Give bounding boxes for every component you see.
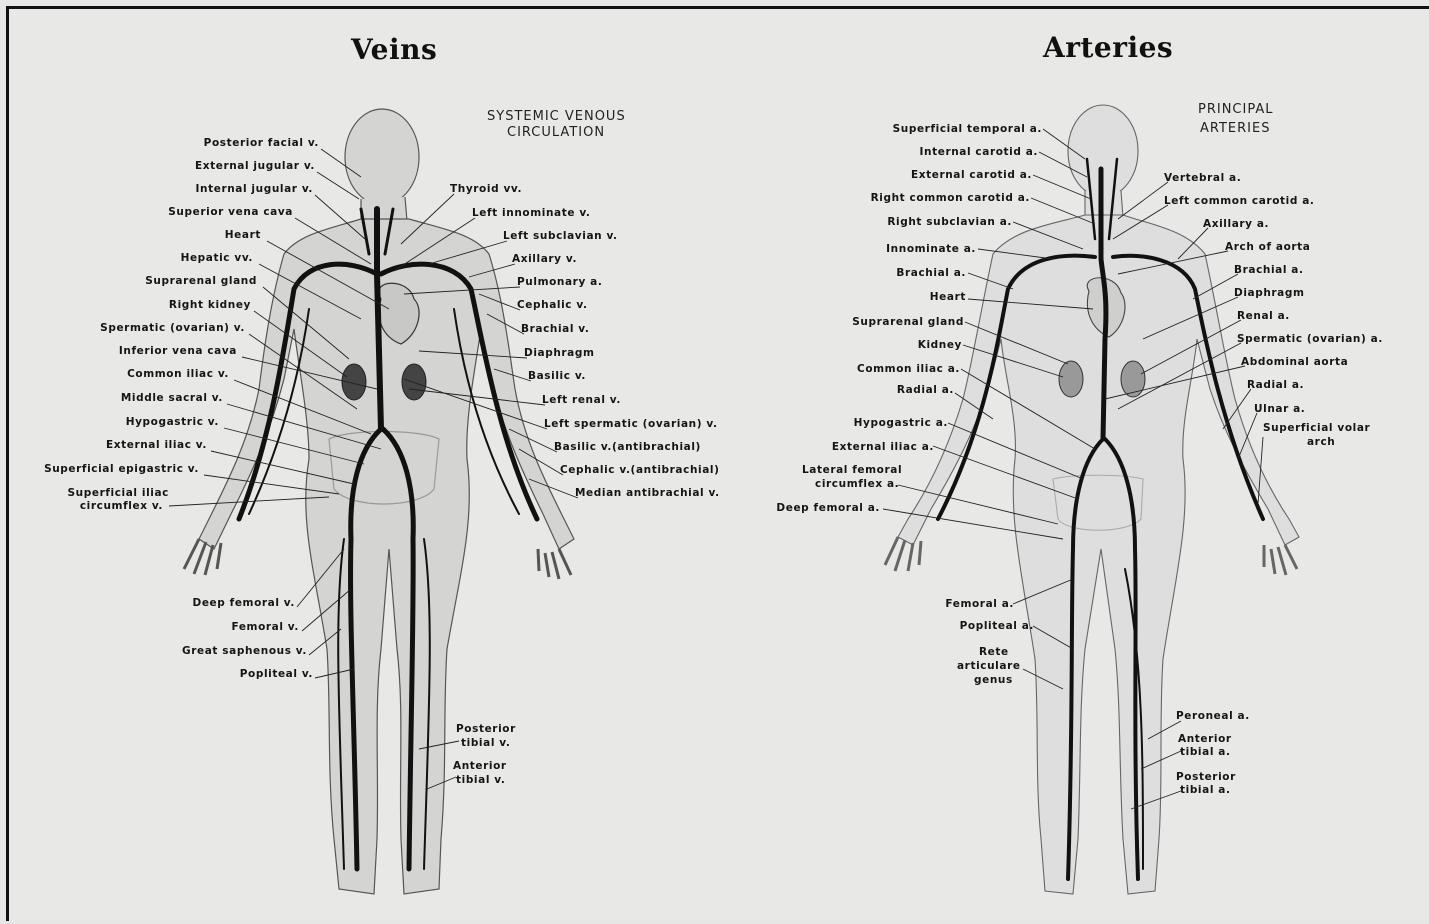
vein-label-femoral: Femoral v. [231,621,299,634]
veins-panel: Veins SYSTEMIC VENOUS CIRCULATION Poster… [9,9,723,924]
artery-label-lateral-femoral-circumflex-1: Lateral femoral [802,464,902,477]
vein-label-basilic-antibrachial: Basilic v.(antibrachial) [554,441,701,454]
artery-label-arch-of-aorta: Arch of aorta [1225,241,1310,254]
artery-label-posterior-tibial-2: tibial a. [1180,784,1231,797]
artery-label-rete-3: genus [974,674,1013,687]
arteries-panel: Arteries PRINCIPAL ARTERIES Superficial … [723,9,1429,924]
artery-label-right-subclavian: Right subclavian a. [887,216,1012,229]
arteries-subtitle-line-1: PRINCIPAL [1198,102,1274,118]
vein-label-superior-vena-cava: Superior vena cava [168,206,293,219]
vein-label-inferior-vena-cava: Inferior vena cava [119,345,237,358]
artery-label-popliteal: Popliteal a. [960,620,1034,633]
artery-label-femoral: Femoral a. [945,598,1014,611]
vein-label-superficial-epigastric: Superficial epigastric v. [44,463,199,476]
vein-label-superficial-iliac-circumflex-2: circumflex v. [80,500,163,513]
artery-label-brachial-left: Brachial a. [896,267,966,280]
veins-subtitle-line-1: SYSTEMIC VENOUS [487,109,626,125]
arteries-subtitle-line-2: ARTERIES [1200,121,1270,137]
artery-label-right-common-carotid: Right common carotid a. [871,192,1030,205]
vein-label-spermatic: Spermatic (ovarian) v. [100,322,245,335]
vein-label-posterior-tibial-2: tibial v. [461,737,510,750]
artery-label-heart: Heart [930,291,966,304]
artery-label-renal: Renal a. [1237,310,1290,323]
arteries-title: Arteries [1043,31,1173,64]
artery-label-anterior-tibial-1: Anterior [1178,733,1232,746]
artery-label-spermatic: Spermatic (ovarian) a. [1237,333,1383,346]
vein-label-posterior-tibial-1: Posterior [456,723,516,736]
artery-label-superficial-volar-arch-2: arch [1307,436,1335,449]
artery-label-vertebral: Vertebral a. [1164,172,1241,185]
vein-label-pulmonary: Pulmonary a. [517,276,602,289]
vein-label-internal-jugular: Internal jugular v. [196,183,313,196]
artery-label-axillary: Axillary a. [1203,218,1269,231]
vein-label-suprarenal-gland: Suprarenal gland [145,275,257,288]
vein-label-left-subclavian: Left subclavian v. [503,230,618,243]
artery-label-lateral-femoral-circumflex-2: circumflex a. [815,478,899,491]
veins-title: Veins [351,33,437,66]
chart-frame: Veins SYSTEMIC VENOUS CIRCULATION Poster… [6,6,1429,921]
artery-label-kidney: Kidney [918,339,962,352]
vein-label-superficial-iliac-circumflex-1: Superficial iliac [68,487,170,500]
artery-label-superficial-volar-arch-1: Superficial volar [1263,422,1370,435]
vein-label-middle-sacral: Middle sacral v. [121,392,223,405]
artery-label-rete-1: Rete [979,646,1009,659]
artery-label-common-iliac: Common iliac a. [857,363,960,376]
vein-label-external-iliac: External iliac v. [106,439,207,452]
vein-label-heart: Heart [225,229,261,242]
artery-label-rete-2: articulare [957,660,1021,673]
vein-label-left-spermatic: Left spermatic (ovarian) v. [544,418,718,431]
vein-label-posterior-facial: Posterior facial v. [204,137,319,150]
vein-label-hypogastric: Hypogastric v. [126,416,219,429]
artery-label-posterior-tibial-1: Posterior [1176,771,1236,784]
vein-label-diaphragm: Diaphragm [524,347,595,360]
vein-label-left-renal: Left renal v. [542,394,621,407]
vein-label-brachial: Brachial v. [521,323,589,336]
artery-label-superficial-temporal: Superficial temporal a. [893,123,1042,136]
vein-label-thyroid: Thyroid vv. [450,183,522,196]
vein-label-right-kidney: Right kidney [169,299,251,312]
artery-label-peroneal: Peroneal a. [1176,710,1250,723]
artery-label-external-iliac: External iliac a. [832,441,934,454]
artery-label-hypogastric: Hypogastric a. [854,417,948,430]
artery-label-anterior-tibial-2: tibial a. [1180,746,1231,759]
vein-label-great-saphenous: Great saphenous v. [182,645,307,658]
artery-label-radial-left: Radial a. [897,384,954,397]
artery-label-suprarenal-gland: Suprarenal gland [852,316,964,329]
vein-label-cephalic-antibrachial: Cephalic v.(antibrachial) [560,464,720,477]
artery-label-ulnar: Ulnar a. [1254,403,1305,416]
vein-label-median-antibrachial: Median antibrachial v. [575,487,720,500]
artery-label-radial-right: Radial a. [1247,379,1304,392]
artery-label-brachial-right: Brachial a. [1234,264,1304,277]
vein-label-basilic: Basilic v. [528,370,586,383]
artery-label-external-carotid: External carotid a. [911,169,1032,182]
artery-label-deep-femoral: Deep femoral a. [776,502,880,515]
artery-label-internal-carotid: Internal carotid a. [920,146,1038,159]
vein-label-popliteal: Popliteal v. [240,668,313,681]
vein-label-deep-femoral: Deep femoral v. [193,597,295,610]
veins-subtitle-line-2: CIRCULATION [507,125,605,141]
vein-label-left-innominate: Left innominate v. [472,207,591,220]
vein-label-external-jugular: External jugular v. [195,160,315,173]
artery-label-abdominal-aorta: Abdominal aorta [1241,356,1348,369]
vein-label-anterior-tibial-2: tibial v. [456,774,505,787]
artery-label-left-common-carotid: Left common carotid a. [1164,195,1314,208]
vein-label-common-iliac: Common iliac v. [127,368,229,381]
artery-label-diaphragm: Diaphragm [1234,287,1305,300]
vein-label-axillary: Axillary v. [512,253,577,266]
vein-label-anterior-tibial-1: Anterior [453,760,507,773]
vein-label-cephalic: Cephalic v. [517,299,588,312]
vein-label-hepatic: Hepatic vv. [181,252,253,265]
artery-label-innominate: Innominate a. [886,243,976,256]
